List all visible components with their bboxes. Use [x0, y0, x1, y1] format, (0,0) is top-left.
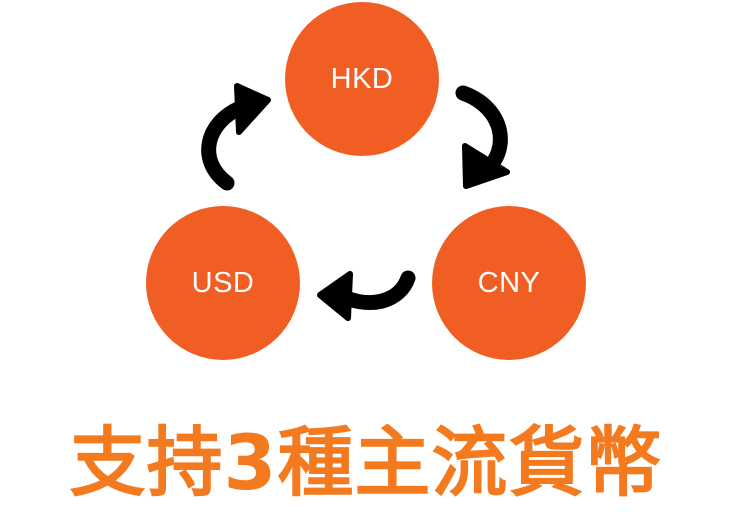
curved-arrow-icon-hkd-to-cny [455, 85, 510, 189]
cycle-arrows [201, 83, 510, 321]
currency-node-usd: USD [146, 206, 300, 360]
curved-arrow-icon-cny-to-usd [317, 270, 416, 321]
currency-cycle-diagram: HKD CNY USD [146, 2, 586, 360]
curved-arrow-icon-usd-to-hkd [201, 83, 271, 191]
currency-node-hkd: HKD [285, 2, 439, 156]
currency-label-usd: USD [191, 266, 255, 299]
currency-label-hkd: HKD [330, 62, 394, 95]
currency-node-cny: CNY [432, 206, 586, 360]
currency-label-cny: CNY [477, 266, 541, 299]
headline-text: 支持3種主流貨幣 [69, 418, 663, 507]
